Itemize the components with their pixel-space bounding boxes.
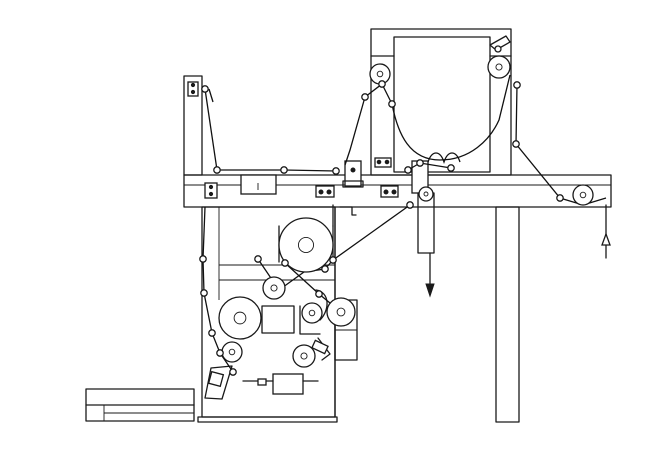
roller-hub — [579, 191, 587, 199]
roller-hub — [423, 191, 429, 197]
large-roller — [418, 186, 434, 202]
roller-hub — [297, 236, 315, 254]
guide-roller — [199, 255, 207, 263]
large-roller — [218, 296, 262, 340]
guide-roller — [216, 349, 224, 357]
web-path — [202, 74, 607, 373]
roller-hub — [228, 348, 236, 356]
guide-roller — [201, 85, 209, 93]
guide-roller — [361, 93, 369, 101]
large-roller — [278, 217, 334, 273]
guide-roller — [315, 290, 323, 298]
tower-bracket — [374, 157, 392, 168]
roller-hub — [336, 307, 346, 317]
large-roller — [221, 341, 243, 363]
roller-hub — [233, 311, 247, 325]
guide-roller — [229, 368, 237, 376]
roller-hub — [376, 70, 384, 78]
guide-roller — [556, 194, 564, 202]
roller-hub — [270, 284, 278, 292]
guide-roller — [321, 265, 329, 273]
large-roller — [292, 344, 316, 368]
large-rollers — [218, 55, 594, 368]
small-rollers — [199, 80, 564, 376]
roller-hub — [495, 63, 503, 71]
guide-roller — [329, 256, 337, 264]
guide-roller — [447, 164, 455, 172]
roller-hub — [300, 352, 308, 360]
guide-roller — [254, 255, 262, 263]
guide-roller — [332, 167, 340, 175]
large-roller — [487, 55, 511, 79]
guide-roller — [200, 289, 208, 297]
right-support-leg — [495, 206, 520, 423]
large-roller — [301, 302, 323, 324]
left-vertical-post — [183, 75, 203, 176]
roller-hub — [308, 309, 316, 317]
guide-roller — [388, 100, 396, 108]
large-roller — [262, 276, 286, 300]
guide-roller — [406, 201, 414, 209]
guide-roller — [378, 80, 386, 88]
guide-roller — [208, 329, 216, 337]
floor-box — [85, 388, 195, 422]
guide-roller — [281, 259, 289, 267]
guide-roller — [280, 166, 288, 174]
guide-roller — [404, 166, 412, 174]
guide-roller — [213, 166, 221, 174]
exit-arrow — [601, 204, 611, 259]
guide-roller — [512, 140, 520, 148]
large-roller — [326, 297, 356, 327]
guide-roller — [416, 159, 424, 167]
large-roller — [572, 184, 594, 206]
guide-roller — [513, 81, 521, 89]
